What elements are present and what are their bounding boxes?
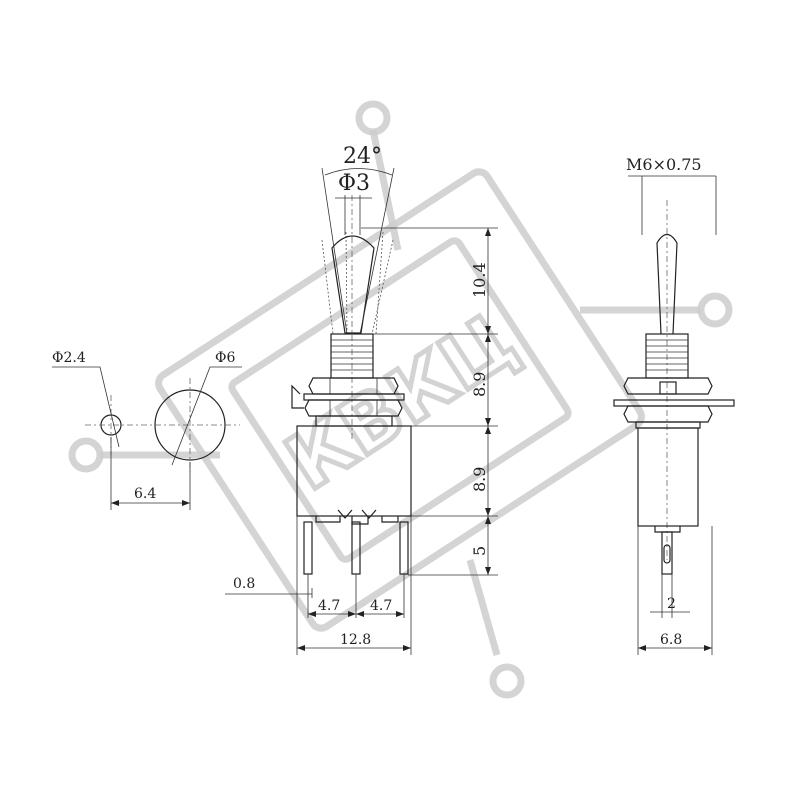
angle-label: 24°: [343, 144, 382, 169]
side-thread-lines: [646, 339, 688, 371]
body-height-label: 8.9: [470, 467, 489, 492]
side-terminal-slot: [663, 544, 671, 564]
side-lever: [656, 233, 678, 335]
front-view: [225, 167, 498, 655]
watermark-pin-right-circle: [697, 292, 733, 328]
watermark-frame-outer: [155, 168, 645, 632]
terminal-right: [399, 521, 409, 575]
terminal-left: [303, 521, 313, 575]
side-mount-nut: [623, 405, 713, 423]
lever-alt-left: [321, 231, 348, 335]
side-terminal: [661, 531, 673, 575]
hole-spacing-label: 6.4: [134, 486, 156, 502]
watermark-pin-top-circle: [355, 100, 391, 136]
watermark-text: КВКЦ: [271, 295, 531, 507]
side-width-label: 6.8: [660, 632, 682, 648]
side-hex-nut: [623, 377, 713, 395]
watermark-frame-inner: [228, 237, 572, 563]
hole-large-label: Φ6: [215, 350, 235, 366]
switch-body: [296, 425, 412, 517]
arrow-icon: [182, 500, 190, 506]
thread-label: M6×0.75: [626, 155, 702, 174]
small-hole-leader: [52, 366, 120, 448]
base-notch: [337, 509, 377, 519]
mounting-holes-view: [52, 366, 242, 510]
angle-line-left: [321, 167, 348, 335]
pitch-arrows: [308, 611, 404, 617]
side-view: [613, 175, 735, 655]
terminal-thickness-label: 0.8: [233, 576, 255, 592]
hole-small-label: Φ2.4: [52, 350, 86, 366]
body-base: [315, 516, 399, 525]
arrow-icon: [704, 645, 712, 651]
lever: [331, 235, 375, 334]
pitch-left-label: 4.7: [318, 598, 340, 614]
side-base: [654, 526, 681, 533]
watermark-pin-bottom-circle: [489, 663, 525, 699]
mount-nut: [304, 399, 403, 417]
watermark-pin-top: [369, 129, 402, 251]
vertical-arrows: [485, 228, 491, 575]
side-key: [659, 381, 677, 395]
arrow-icon: [111, 500, 119, 506]
angle-arc: [324, 168, 393, 176]
body-width-label: 12.8: [340, 632, 371, 648]
terminal-width-label: 2: [667, 596, 676, 612]
lever-alt-right: [371, 231, 394, 335]
arrow-icon: [638, 645, 646, 651]
pitch-right-label: 4.7: [370, 598, 392, 614]
large-hole-leader: [171, 366, 242, 466]
side-body-top: [635, 421, 701, 429]
arrow-icon: [403, 645, 411, 651]
thread-lines: [331, 339, 373, 371]
arrow-icon: [297, 645, 305, 651]
watermark-pin-left-circle: [68, 437, 104, 473]
stem-diameter-label: Φ3: [338, 171, 370, 196]
watermark-pin-bottom: [466, 559, 501, 656]
washer-tab: [291, 384, 304, 409]
lever-height-label: 10.4: [470, 262, 489, 298]
bushing-height-label: 8.9: [470, 372, 489, 397]
side-body: [637, 427, 699, 527]
terminal-length-label: 5: [470, 546, 489, 556]
angle-line-right: [359, 167, 395, 335]
